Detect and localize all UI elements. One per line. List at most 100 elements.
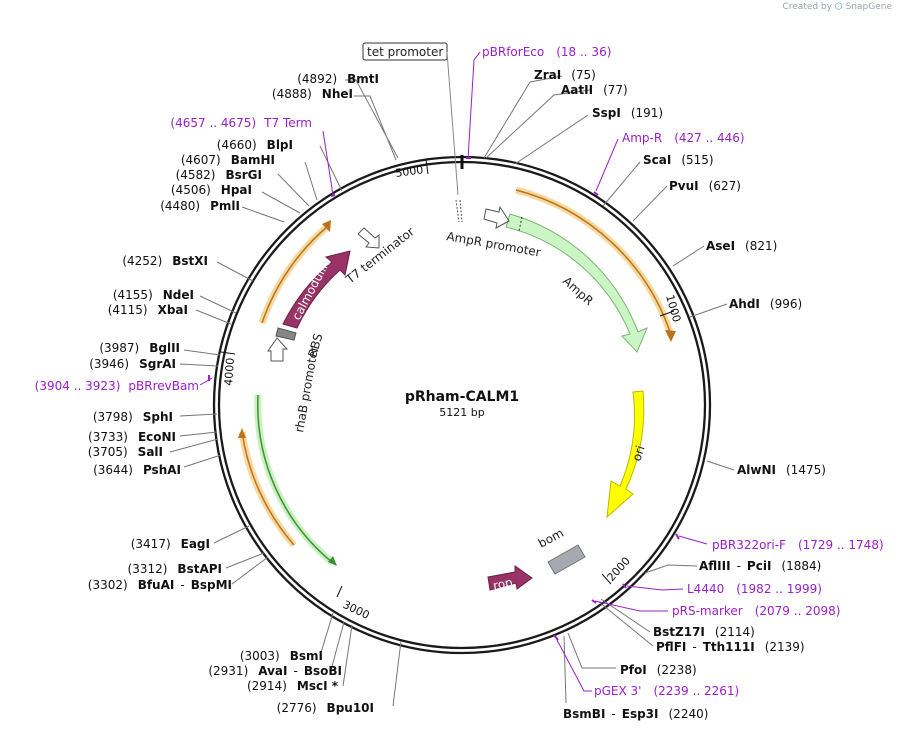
label-tet-promoter: tet promoter (367, 45, 443, 59)
orf-arc-rhab-outer (238, 431, 297, 548)
svg-text:(4155)NdeI: (4155)NdeI (113, 288, 194, 302)
site-label-pflfi[interactable]: PflFI-Tth111I(2139) (656, 640, 805, 654)
svg-text:PfoI(2238): PfoI(2238) (620, 663, 697, 677)
site-label-pvui[interactable]: PvuI(627) (669, 179, 741, 193)
feature-rhab-promoter[interactable] (267, 337, 289, 362)
site-label-blpi[interactable]: (4660)BlpI (217, 138, 293, 152)
svg-text:pBR322ori-F(1729 .. 1748): pBR322ori-F(1729 .. 1748) (712, 538, 884, 552)
svg-text:(3946)SgrAI: (3946)SgrAI (89, 357, 176, 371)
site-label-pmli[interactable]: (4480)PmlI (160, 199, 240, 213)
svg-text:(3417)EagI: (3417)EagI (131, 537, 210, 551)
orf-arc-ampr-head (665, 330, 676, 342)
svg-text:(4607)BamHI: (4607)BamHI (181, 153, 275, 167)
site-label-hpai[interactable]: (4506)HpaI (171, 183, 252, 197)
svg-text:BstZ17I(2114): BstZ17I(2114) (653, 625, 755, 639)
feature-calmodulin[interactable] (282, 250, 351, 329)
tick-label-5000: 5000 (395, 163, 425, 180)
site-label-pshai[interactable]: (3644)PshAI (93, 463, 181, 477)
tet-promoter-box (362, 42, 448, 61)
primer-label-amp-r[interactable]: Amp-R(427 .. 446) (622, 131, 745, 145)
site-label-bfuai[interactable]: (3302)BfuAI-BspMI (88, 578, 232, 592)
orf-arc-calmodulin-line (261, 225, 329, 324)
site-label-sali[interactable]: (3705)SalI (88, 445, 163, 459)
site-label-bpu10i[interactable]: (2776)Bpu10I (277, 701, 374, 715)
feature-t7-terminator[interactable] (357, 227, 380, 249)
site-label-bstz17i[interactable]: BstZ17I(2114) (653, 625, 755, 639)
site-label-scai[interactable]: ScaI(515) (643, 153, 714, 167)
orf-arc-rhab-green-head (328, 556, 337, 566)
svg-text:(3705)SalI: (3705)SalI (88, 445, 163, 459)
site-label-aatii[interactable]: AatII(77) (561, 83, 628, 97)
svg-text:ScaI(515): ScaI(515) (643, 153, 714, 167)
orf-arc-rhab-outer-head (238, 428, 246, 438)
primer-label-l4440[interactable]: L4440(1982 .. 1999) (687, 582, 822, 596)
site-label-pfoi[interactable]: PfoI(2238) (620, 663, 697, 677)
svg-text:(3644)PshAI: (3644)PshAI (93, 463, 181, 477)
site-label-sphi[interactable]: (3798)SphI (93, 410, 173, 424)
feature-ori[interactable] (606, 390, 645, 519)
site-label-alwni[interactable]: AlwNI(1475) (737, 463, 826, 477)
site-label-ahdi[interactable]: AhdI(996) (729, 297, 802, 311)
site-label-bsmi[interactable]: (3003)BsmI (240, 649, 323, 663)
site-label-zrai[interactable]: ZraI(75) (534, 68, 596, 82)
svg-text:(3302)BfuAI-BspMI: (3302)BfuAI-BspMI (88, 578, 232, 592)
site-label-eagi[interactable]: (3417)EagI (131, 537, 210, 551)
primer-label-pbr322ori-f[interactable]: pBR322ori-F(1729 .. 1748) (712, 538, 884, 552)
site-label-ndei[interactable]: (4155)NdeI (113, 288, 194, 302)
orf-arc-ampr-line (515, 189, 672, 336)
site-label-bglii[interactable]: (3987)BglII (99, 341, 180, 355)
svg-text:(4115)XbaI: (4115)XbaI (108, 303, 188, 317)
svg-text:(4252)BstXI: (4252)BstXI (122, 254, 208, 268)
site-label-bsrgi[interactable]: (4582)BsrGI (176, 168, 262, 182)
feature-ampr[interactable] (505, 213, 648, 353)
site-label-econi[interactable]: (3733)EcoNI (88, 430, 176, 444)
svg-text:(3312)BstAPI: (3312)BstAPI (128, 562, 222, 576)
svg-text:(4657 .. 4675)T7 Term: (4657 .. 4675)T7 Term (170, 116, 312, 130)
site-label-afliii[interactable]: AflIII-PciI(1884) (699, 559, 821, 573)
credit-prefix: Created by (782, 2, 832, 12)
site-label-avai[interactable]: (2931)AvaI-BsoBI (208, 664, 342, 678)
svg-text:(4480)PmlI: (4480)PmlI (160, 199, 240, 213)
site-label-nhei[interactable]: (4888)NheI (272, 87, 353, 101)
site-label-sspi[interactable]: SspI(191) (592, 106, 663, 120)
tick-label-2000: 2000 (605, 555, 633, 585)
site-label-bmti[interactable]: (4892)BmtI (297, 72, 379, 86)
svg-text:pGEX 3'(2239 .. 2261): pGEX 3'(2239 .. 2261) (594, 684, 739, 698)
svg-text:PflFI-Tth111I(2139): PflFI-Tth111I(2139) (656, 640, 805, 654)
site-label-msci[interactable]: (2914)MscI * (247, 679, 339, 693)
svg-text:(2776)Bpu10I: (2776)Bpu10I (277, 701, 374, 715)
feature-rbs[interactable] (275, 327, 297, 341)
feature-bom[interactable] (547, 544, 586, 575)
primer-label-pbrrevbam[interactable]: (3904 .. 3923)pBRrevBam (35, 379, 199, 393)
site-label-sgrai[interactable]: (3946)SgrAI (89, 357, 176, 371)
svg-text:AflIII-PciI(1884): AflIII-PciI(1884) (699, 559, 821, 573)
svg-text:(3987)BglII: (3987)BglII (99, 341, 180, 355)
svg-text:(4660)BlpI: (4660)BlpI (217, 138, 293, 152)
primer-label-pbrforeco[interactable]: pBRforEco(18 .. 36) (482, 45, 611, 59)
primer-label-prs-marker[interactable]: pRS-marker(2079 .. 2098) (672, 604, 840, 618)
primer-label-t7-term[interactable]: (4657 .. 4675)T7 Term (170, 116, 312, 130)
site-leaders (169, 75, 735, 707)
site-label-xbai[interactable]: (4115)XbaI (108, 303, 188, 317)
svg-text:AseI(821): AseI(821) (706, 239, 777, 253)
svg-text:BsmBI-Esp3I(2240): BsmBI-Esp3I(2240) (563, 707, 708, 721)
feature-ampr-promoter[interactable] (483, 205, 510, 229)
site-label-bsmbi[interactable]: BsmBI-Esp3I(2240) (563, 707, 708, 721)
site-label-bstapi[interactable]: (3312)BstAPI (128, 562, 222, 576)
tick-marks (220, 155, 675, 598)
primer-leaders (199, 51, 708, 692)
svg-text:AlwNI(1475): AlwNI(1475) (737, 463, 826, 477)
svg-text:AatII(77): AatII(77) (561, 83, 628, 97)
svg-text:PvuI(627): PvuI(627) (669, 179, 741, 193)
label-bom: bom (536, 526, 566, 551)
site-label-bamhi[interactable]: (4607)BamHI (181, 153, 275, 167)
svg-text:SspI(191): SspI(191) (592, 106, 663, 120)
label-calmodulin: calmodulin (289, 258, 332, 323)
feature-tet-promoter[interactable] (455, 199, 463, 223)
snapgene-credit: Created by ⬡ SnapGene (782, 2, 892, 12)
site-label-asei[interactable]: AseI(821) (706, 239, 777, 253)
feature-rop[interactable] (487, 565, 533, 591)
primer-label-pgex3[interactable]: pGEX 3'(2239 .. 2261) (594, 684, 739, 698)
svg-text:(3798)SphI: (3798)SphI (93, 410, 173, 424)
site-label-bstxi[interactable]: (4252)BstXI (122, 254, 208, 268)
